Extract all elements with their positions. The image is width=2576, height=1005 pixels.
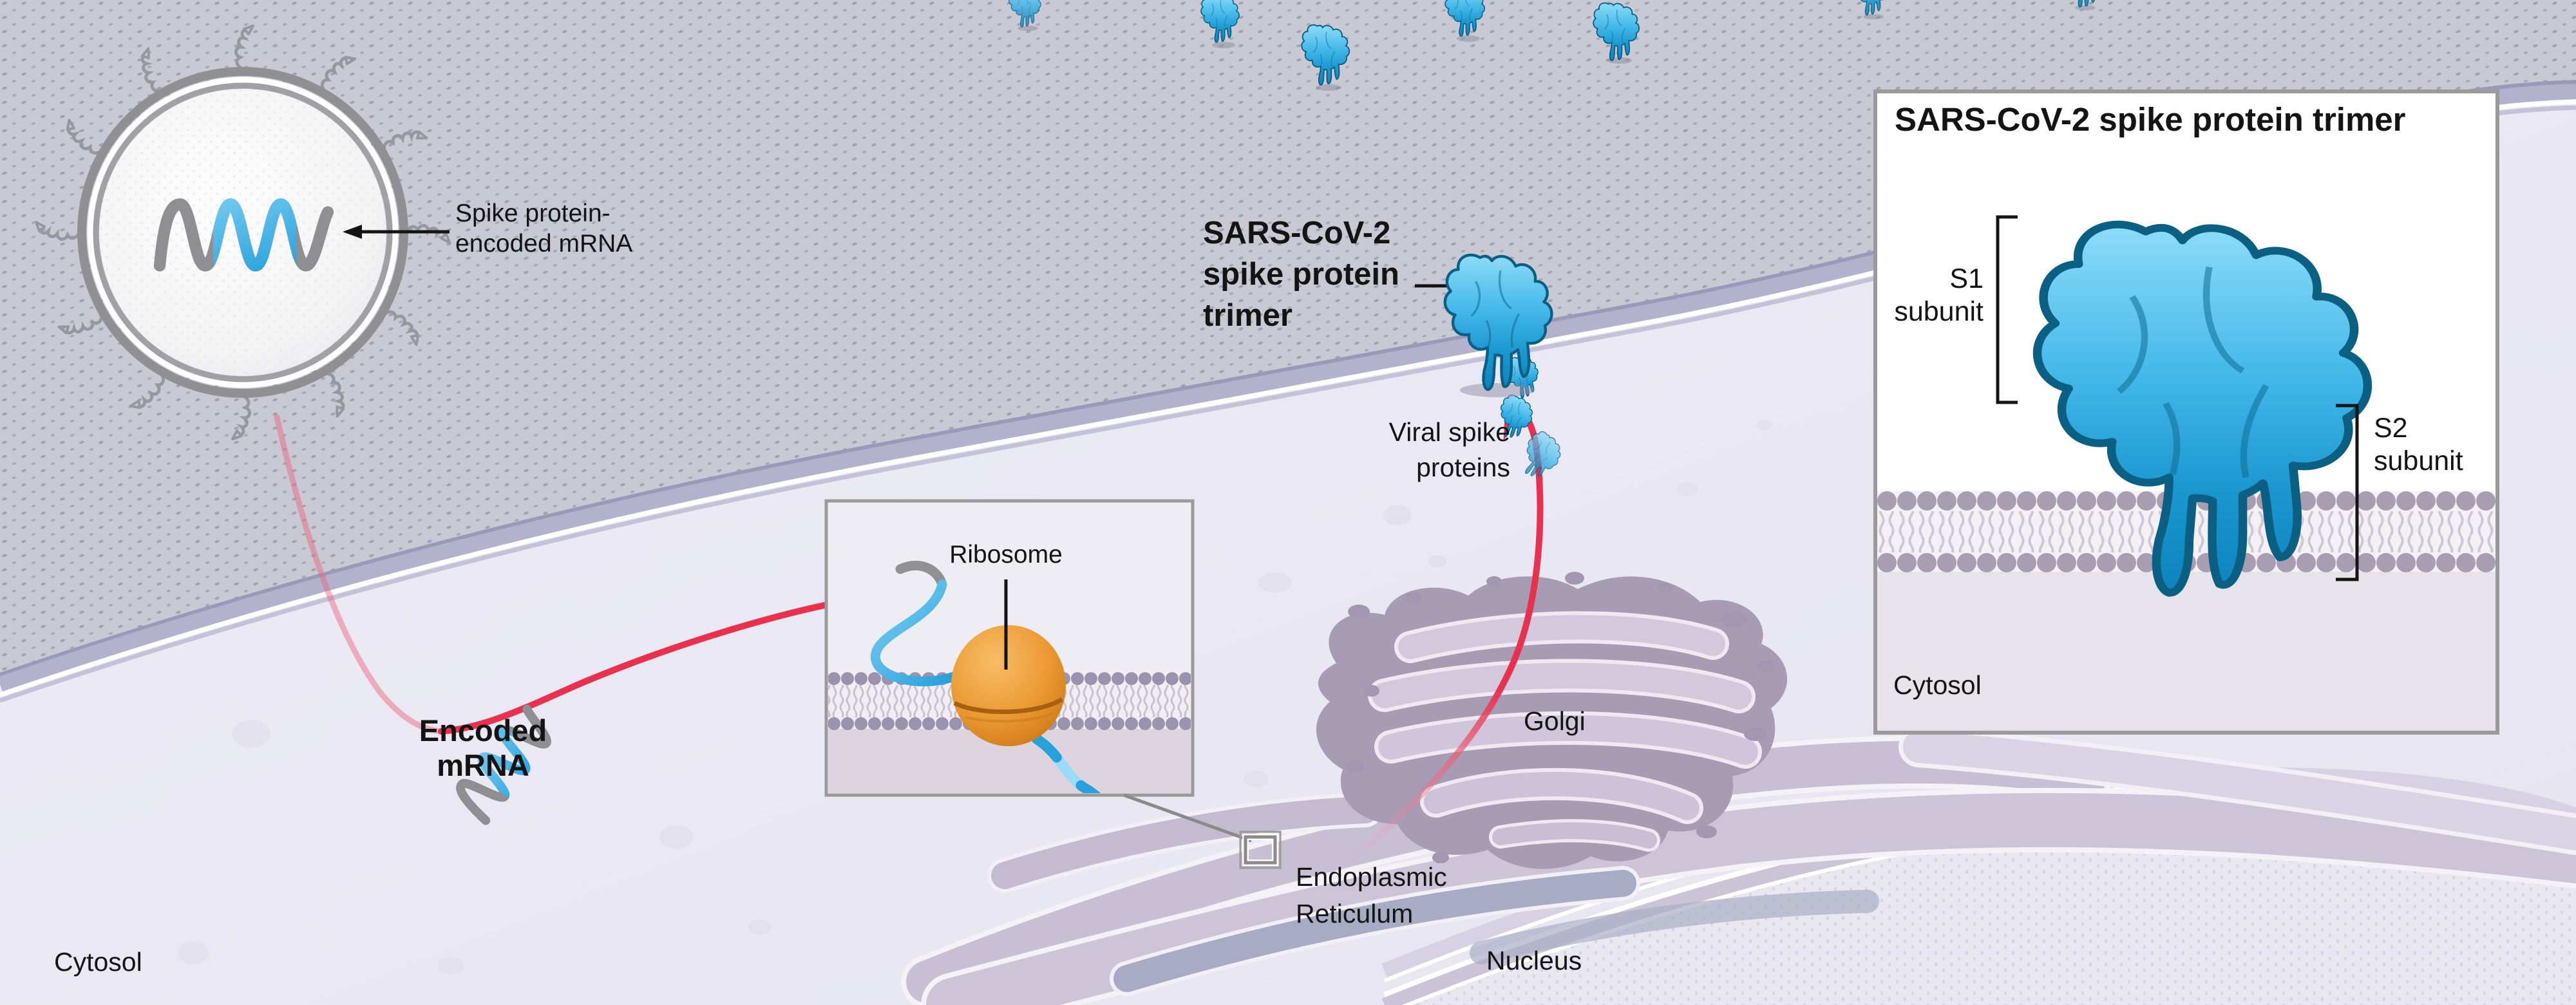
- spike-mrna-pointer: [343, 225, 450, 239]
- er-line1: Endoplasmic: [1296, 862, 1447, 892]
- nascent-protein-chain: [1032, 734, 1101, 793]
- mrna-in-inset: [870, 560, 967, 687]
- golgi-vesicles: [1345, 572, 1775, 863]
- trimer-inset-panel: [1873, 89, 2499, 735]
- viral-spikes-line2: proteins: [1416, 453, 1510, 482]
- membrane-trimer-label: SARS-CoV-2 spike protein trimer: [1203, 212, 1399, 336]
- spike-mrna-line2: encoded mRNA: [455, 230, 633, 258]
- encoded-mrna-line1: Encoded: [419, 713, 547, 747]
- ribosome-body: [951, 625, 1066, 746]
- ribosome-label: Ribosome: [949, 541, 1063, 568]
- spike-mrna-label: Spike protein-encoded mRNA: [455, 198, 632, 259]
- cytosol-label: Cytosol: [54, 947, 142, 977]
- s2-line2: subunit: [2374, 446, 2463, 476]
- trimer-label-line3: trimer: [1203, 298, 1293, 333]
- panel-title: SARS-CoV-2 spike protein trimer: [1895, 101, 2406, 138]
- spike-mrna-line1: Spike protein-: [455, 200, 611, 227]
- lipid-nanoparticle: [36, 26, 450, 439]
- trimer-label-line1: SARS-CoV-2: [1203, 216, 1391, 250]
- encoded-mrna-line2: mRNA: [437, 748, 529, 782]
- s2-bracket: [2336, 404, 2359, 581]
- er-zoom-marker-icon: [1239, 831, 1282, 869]
- s1-bracket: [1996, 215, 2018, 404]
- s1-line1: S1: [1949, 263, 1984, 294]
- viral-spikes-line1: Viral spike: [1388, 417, 1510, 447]
- viral-spike-proteins-label: Viral spike proteins: [1333, 415, 1510, 485]
- er-line2: Reticulum: [1296, 899, 1414, 928]
- ribosome-inset: [824, 499, 1195, 797]
- membrane-spike-trimer: [1445, 255, 1552, 397]
- nucleus-label: Nucleus: [1486, 946, 1582, 975]
- golgi-label: Golgi: [1524, 706, 1586, 736]
- surface-spike-proteins: [1009, 0, 2103, 91]
- inset-leader-line: [1123, 793, 1252, 843]
- golgi-apparatus: [1316, 572, 1788, 869]
- s1-line2: subunit: [1894, 296, 1984, 327]
- panel-cytosol-label: Cytosol: [1893, 670, 1982, 700]
- s2-line1: S2: [2374, 413, 2408, 444]
- trimer-label-line2: spike protein: [1203, 257, 1399, 292]
